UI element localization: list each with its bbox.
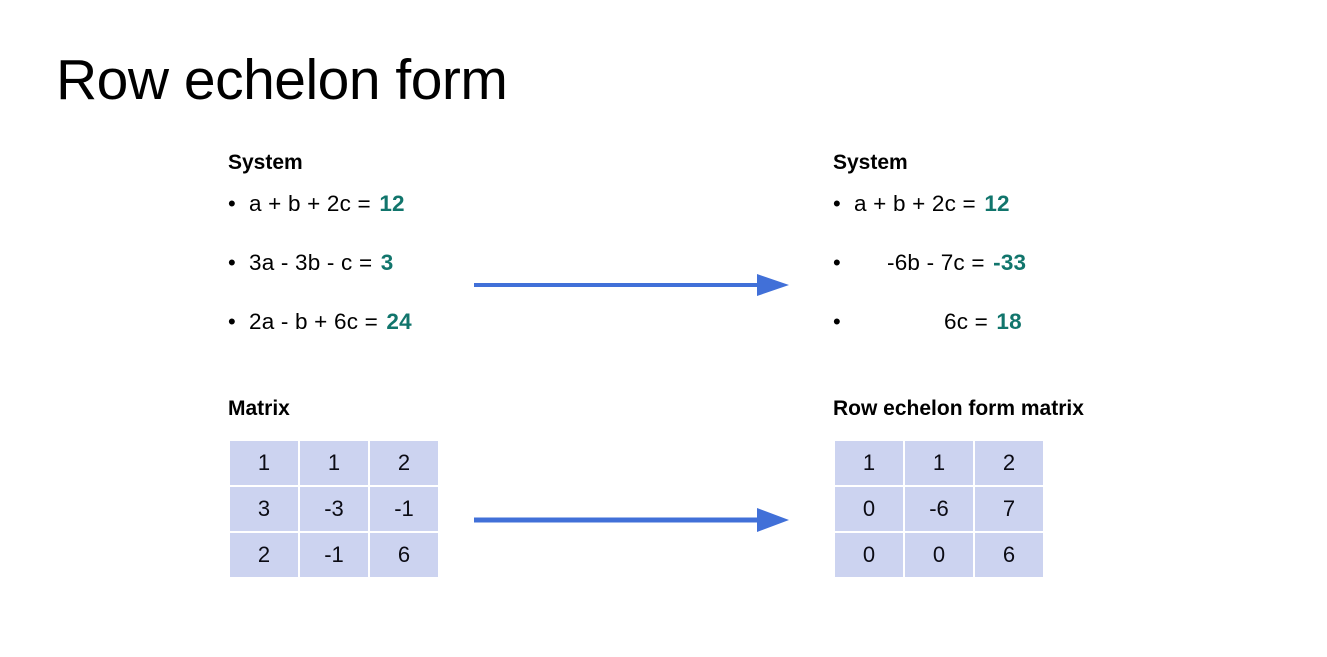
matrix-cell: 2 (370, 441, 438, 486)
equation: 3a - 3b - c = 3 (249, 252, 393, 275)
bullet-icon (228, 311, 249, 333)
left-matrix-block: Matrix 1 1 2 3 -3 -1 2 -1 6 (228, 396, 440, 580)
equation-expression: 2a - b + 6c = (249, 309, 385, 335)
original-matrix: 1 1 2 3 -3 -1 2 -1 6 (228, 439, 440, 580)
equation-expression: a + b + 2c = (854, 191, 983, 217)
equation-value: 12 (379, 191, 405, 217)
matrix-cell: 7 (975, 487, 1043, 532)
right-matrix-block: Row echelon form matrix 1 1 2 0 -6 7 0 0… (833, 396, 1084, 580)
table-row: 0 -6 7 (835, 487, 1043, 532)
right-system-equation-list: a + b + 2c = 12 -6b - 7c = -33 6c = 18 (833, 193, 1026, 370)
right-system-heading: System (833, 151, 908, 174)
bullet-icon (833, 193, 854, 215)
matrix-cell: 1 (300, 441, 368, 486)
table-row: 2 -1 6 (230, 533, 438, 578)
matrix-cell: 0 (835, 487, 903, 532)
equation: a + b + 2c = 12 (854, 193, 1010, 216)
right-matrix-heading: Row echelon form matrix (833, 397, 1084, 420)
page-title: Row echelon form (56, 48, 508, 112)
list-item: 3a - 3b - c = 3 (228, 252, 412, 311)
list-item: a + b + 2c = 12 (833, 193, 1026, 252)
matrix-cell: 3 (230, 487, 298, 532)
equation-expression: 3a - 3b - c = (249, 250, 379, 276)
equation: -6b - 7c = -33 (854, 252, 1026, 275)
matrix-cell: 1 (230, 441, 298, 486)
matrix-cell: 0 (905, 533, 973, 578)
bullet-icon (228, 252, 249, 274)
table-row: 0 0 6 (835, 533, 1043, 578)
row-echelon-matrix: 1 1 2 0 -6 7 0 0 6 (833, 439, 1045, 580)
equation: 6c = 18 (854, 311, 1022, 334)
matrix-cell: -3 (300, 487, 368, 532)
left-matrix-heading: Matrix (228, 397, 290, 420)
matrix-cell: -1 (370, 487, 438, 532)
list-item: -6b - 7c = -33 (833, 252, 1026, 311)
matrix-cell: -1 (300, 533, 368, 578)
equation-expression: 6c = (944, 309, 995, 335)
list-item: 2a - b + 6c = 24 (228, 311, 412, 370)
list-item: a + b + 2c = 12 (228, 193, 412, 252)
equation-value: -33 (993, 250, 1027, 276)
bullet-icon (228, 193, 249, 215)
equation-value: 24 (386, 309, 412, 335)
left-system-heading: System (228, 151, 303, 174)
equation-value: 18 (996, 309, 1022, 335)
matrix-cell: 1 (905, 441, 973, 486)
system-transform-arrow (474, 270, 789, 300)
matrix-cell: 1 (835, 441, 903, 486)
bullet-icon (833, 252, 854, 274)
table-row: 1 1 2 (230, 441, 438, 486)
equation-value: 12 (984, 191, 1010, 217)
bullet-icon (833, 311, 854, 333)
equation-expression: a + b + 2c = (249, 191, 378, 217)
equation: a + b + 2c = 12 (249, 193, 405, 216)
matrix-cell: 2 (975, 441, 1043, 486)
matrix-cell: 6 (370, 533, 438, 578)
table-row: 1 1 2 (835, 441, 1043, 486)
equation: 2a - b + 6c = 24 (249, 311, 412, 334)
right-system-block: System a + b + 2c = 12 -6b - 7c = -33 6c… (833, 150, 1026, 370)
matrix-cell: 6 (975, 533, 1043, 578)
matrix-cell: 2 (230, 533, 298, 578)
left-system-equation-list: a + b + 2c = 12 3a - 3b - c = 3 2a - b +… (228, 193, 412, 370)
matrix-cell: 0 (835, 533, 903, 578)
left-system-block: System a + b + 2c = 12 3a - 3b - c = 3 2… (228, 150, 412, 370)
list-item: 6c = 18 (833, 311, 1026, 370)
table-row: 3 -3 -1 (230, 487, 438, 532)
equation-value: 3 (380, 250, 394, 276)
matrix-transform-arrow (474, 505, 789, 535)
equation-expression: -6b - 7c = (887, 250, 992, 276)
matrix-cell: -6 (905, 487, 973, 532)
